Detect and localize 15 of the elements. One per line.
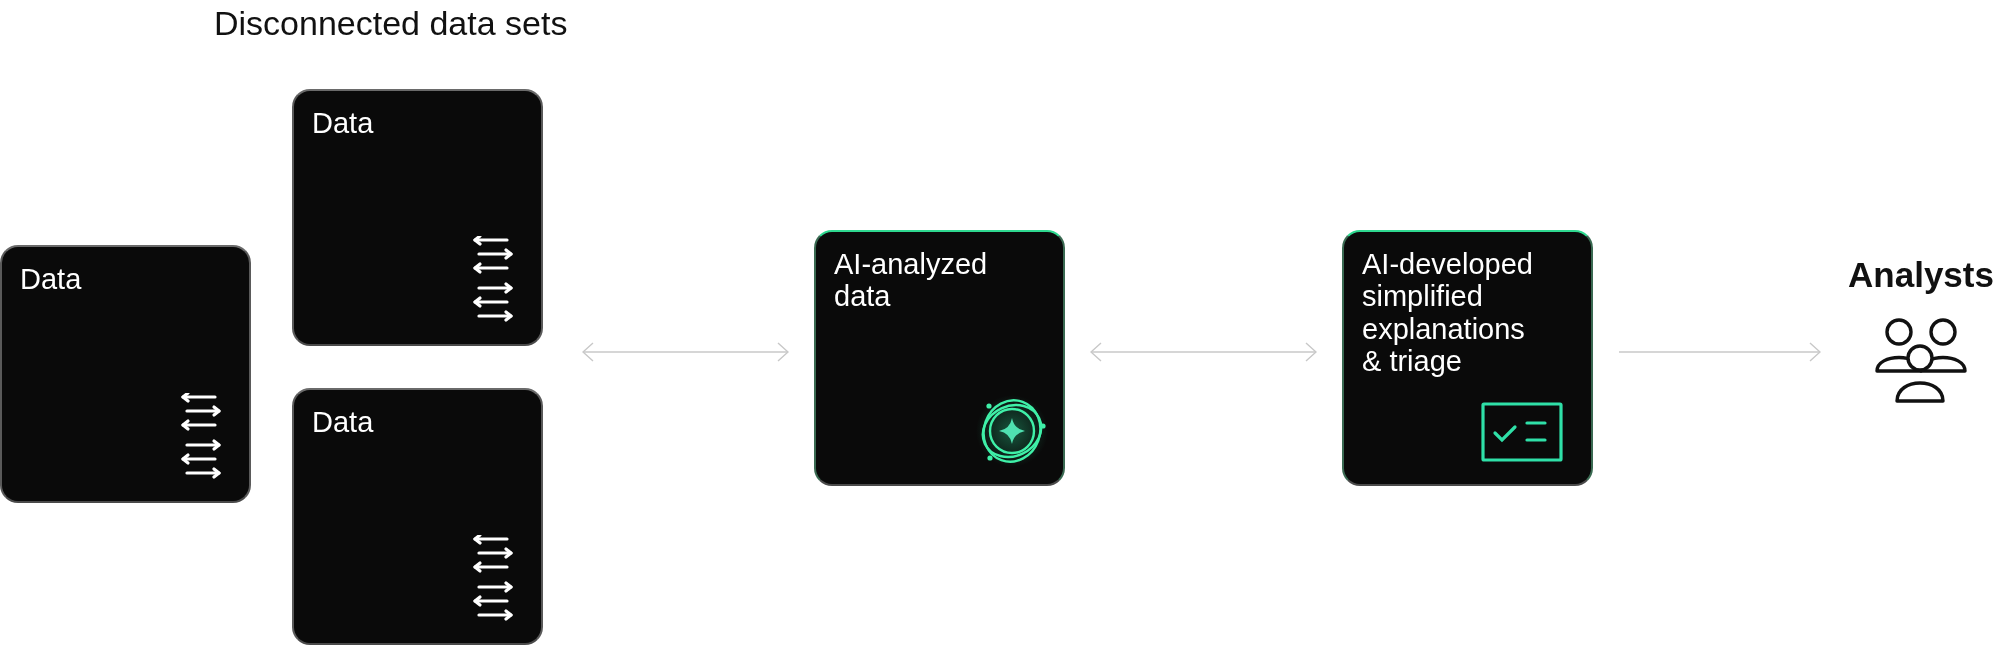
arrow [1090, 342, 1317, 362]
data-card [292, 89, 543, 346]
data-card [0, 245, 251, 503]
card-title: AI-developed simplified explanations & triage [1362, 248, 1534, 378]
data-card [292, 388, 543, 645]
card-title: Data [312, 406, 375, 439]
arrow [1618, 342, 1821, 362]
process-card [814, 230, 1065, 486]
card-title: Data [312, 107, 375, 140]
arrow [582, 342, 789, 362]
card-title: Data [20, 263, 83, 296]
process-card [1342, 230, 1593, 486]
group-label: Analysts [1848, 255, 1994, 295]
diagram-title: Disconnected data sets [214, 4, 568, 43]
card-title: AI-analyzed data [834, 248, 989, 313]
